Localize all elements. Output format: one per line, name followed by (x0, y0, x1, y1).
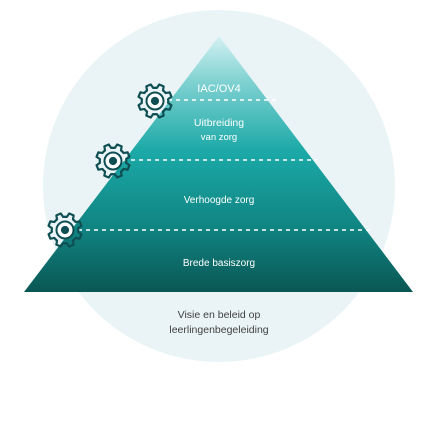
gear-icon (47, 212, 83, 248)
gear-icon (137, 83, 173, 119)
level-brede-label: Brede basiszorg (183, 258, 255, 269)
level-uitbreiding-label-line1: Uitbreiding (194, 117, 244, 129)
caption-line1: Visie en beleid op (178, 309, 261, 321)
pyramid (24, 36, 413, 292)
caption-line2: leerlingenbegeleiding (169, 324, 268, 336)
gear-icon (95, 143, 131, 179)
gears-group (47, 83, 173, 248)
level-top-label: IAC/OV4 (197, 83, 240, 95)
level-uitbreiding-label-line2: van zorg (201, 132, 237, 143)
level-verhoogde-label: Verhoogde zorg (184, 195, 255, 206)
